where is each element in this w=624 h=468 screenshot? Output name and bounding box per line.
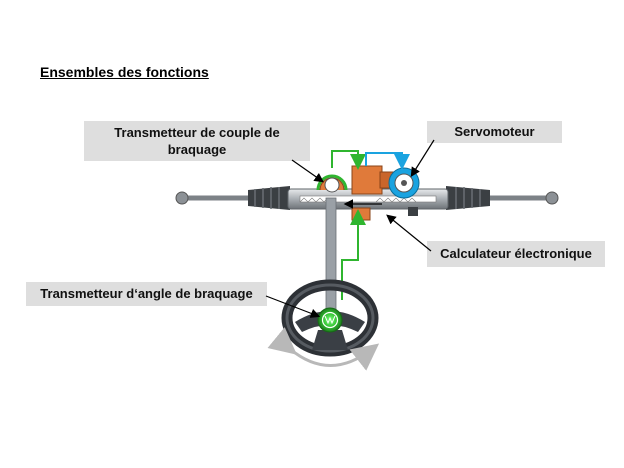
ecu-label: Calculateur électronique bbox=[427, 241, 605, 267]
blue-signal-lines bbox=[365, 152, 410, 170]
torque-sender-label: Transmetteur de couple de braquage bbox=[84, 121, 310, 161]
leader-lines bbox=[265, 139, 435, 318]
servomotor-gear bbox=[388, 167, 420, 199]
right-tie-rod bbox=[488, 191, 559, 205]
steering-column bbox=[325, 197, 337, 311]
diagram-title: Ensembles des fonctions bbox=[40, 64, 209, 80]
torque-sender-gear bbox=[316, 174, 348, 193]
left-bellows bbox=[248, 186, 290, 210]
right-bellows bbox=[446, 186, 490, 210]
left-tie-rod bbox=[175, 191, 250, 205]
green-signal-lines bbox=[331, 150, 366, 300]
rotation-arrow bbox=[267, 327, 380, 371]
servomotor-housing bbox=[351, 165, 395, 195]
angle-sender-label: Transmetteur d‘angle de braquage bbox=[26, 282, 267, 306]
servomotor-label: Servomoteur bbox=[427, 121, 562, 143]
